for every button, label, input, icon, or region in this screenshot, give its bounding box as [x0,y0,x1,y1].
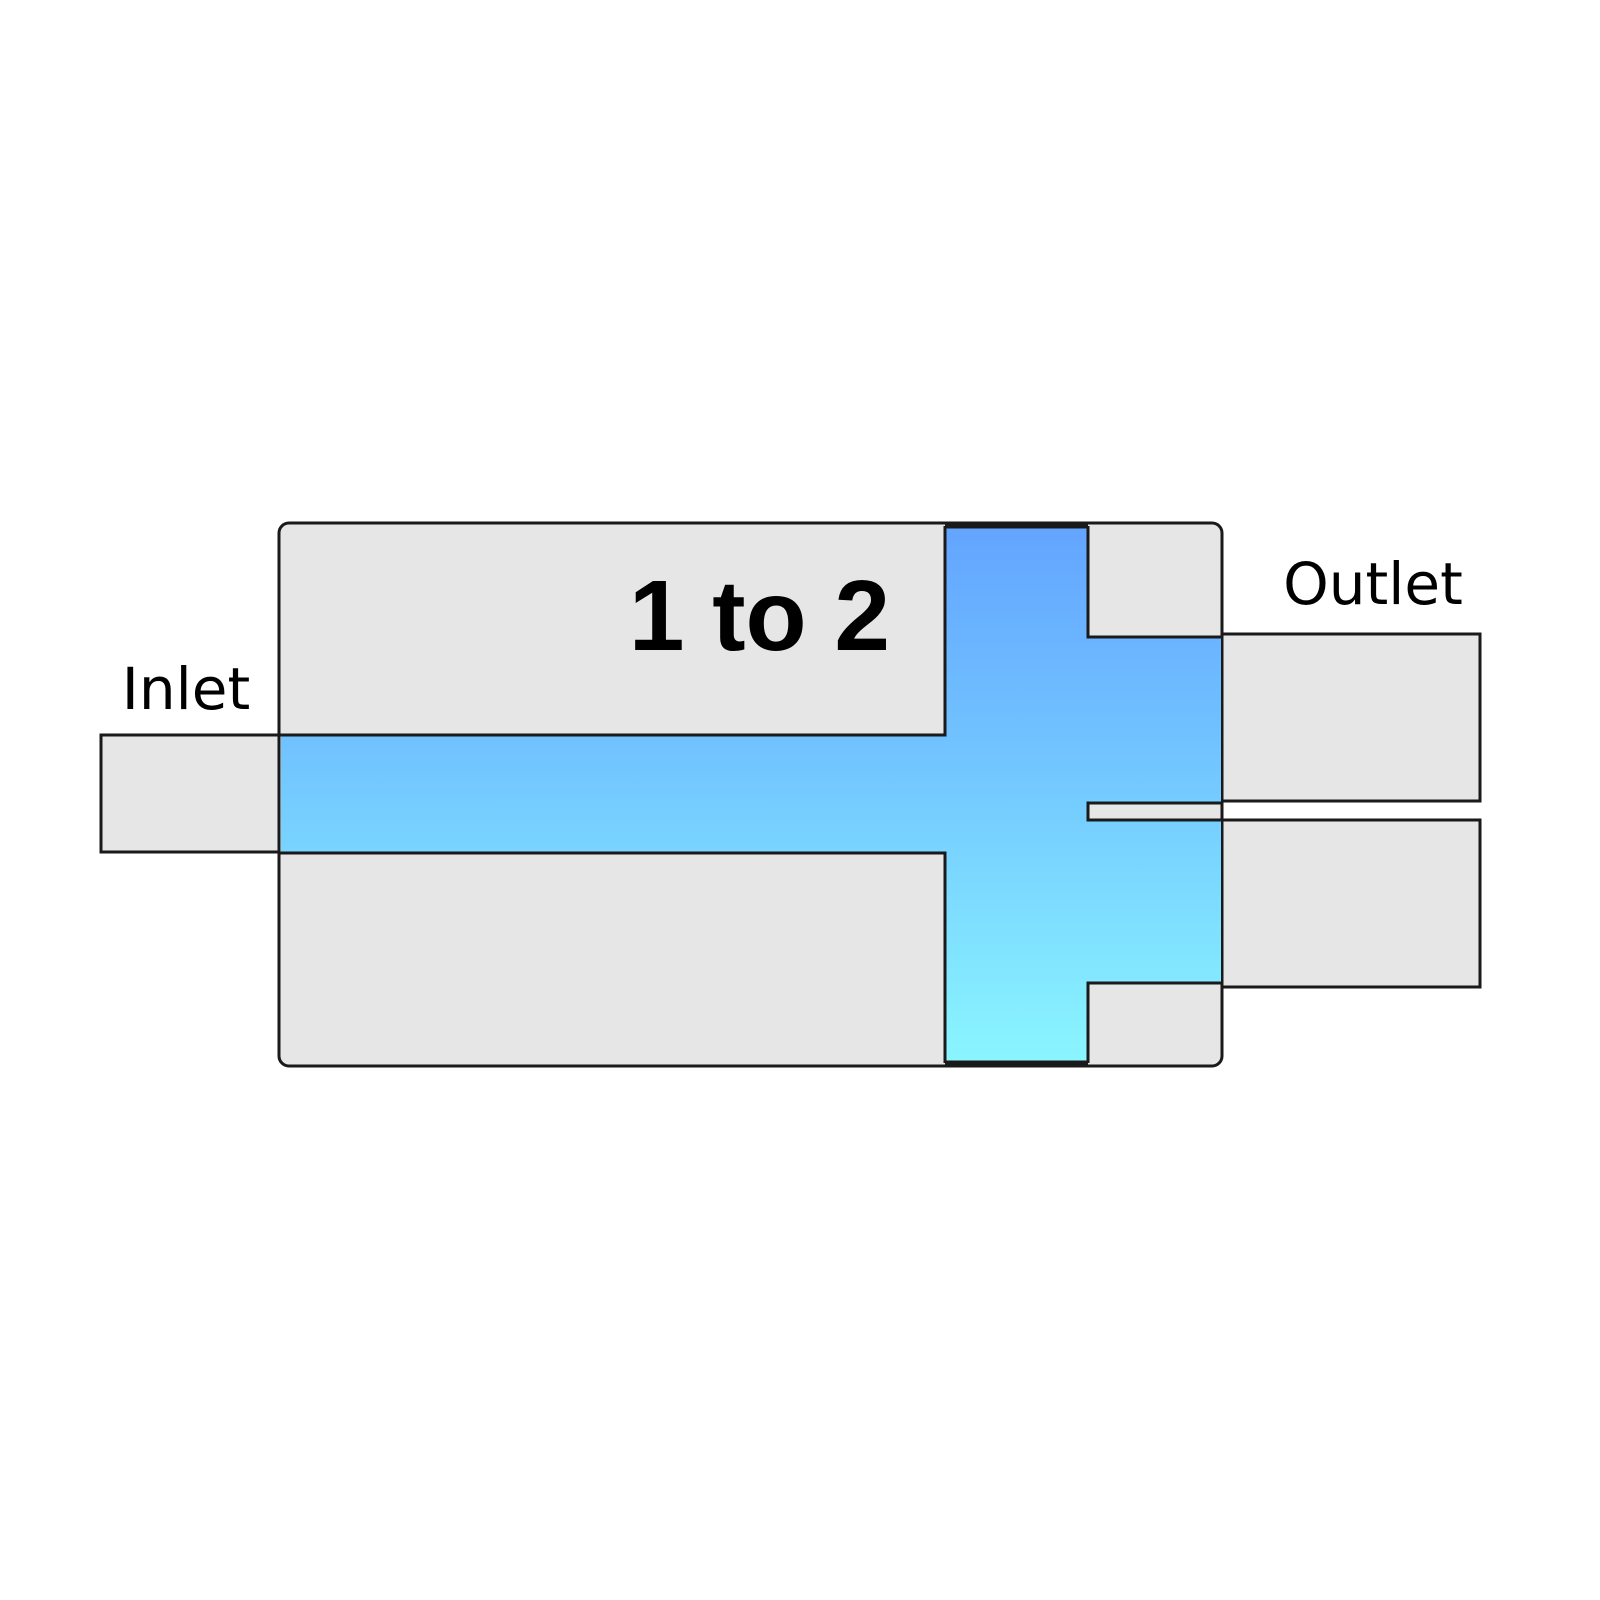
outlet-label: Outlet [1283,550,1463,618]
channel-outline-right-upper [1086,526,1222,639]
channel-outline-bottom [279,851,947,1063]
outlet-port-lower [1220,818,1482,989]
channel-outline-top [279,526,947,737]
diagram-title: 1 to 2 [629,560,890,672]
flow-channel [281,526,1221,1063]
outlet-divider [1086,801,1224,822]
inlet-label: Inlet [122,655,250,723]
channel-outline-right-lower [1086,981,1222,1063]
outlet-port-upper [1220,632,1482,803]
inlet-port [99,733,281,854]
